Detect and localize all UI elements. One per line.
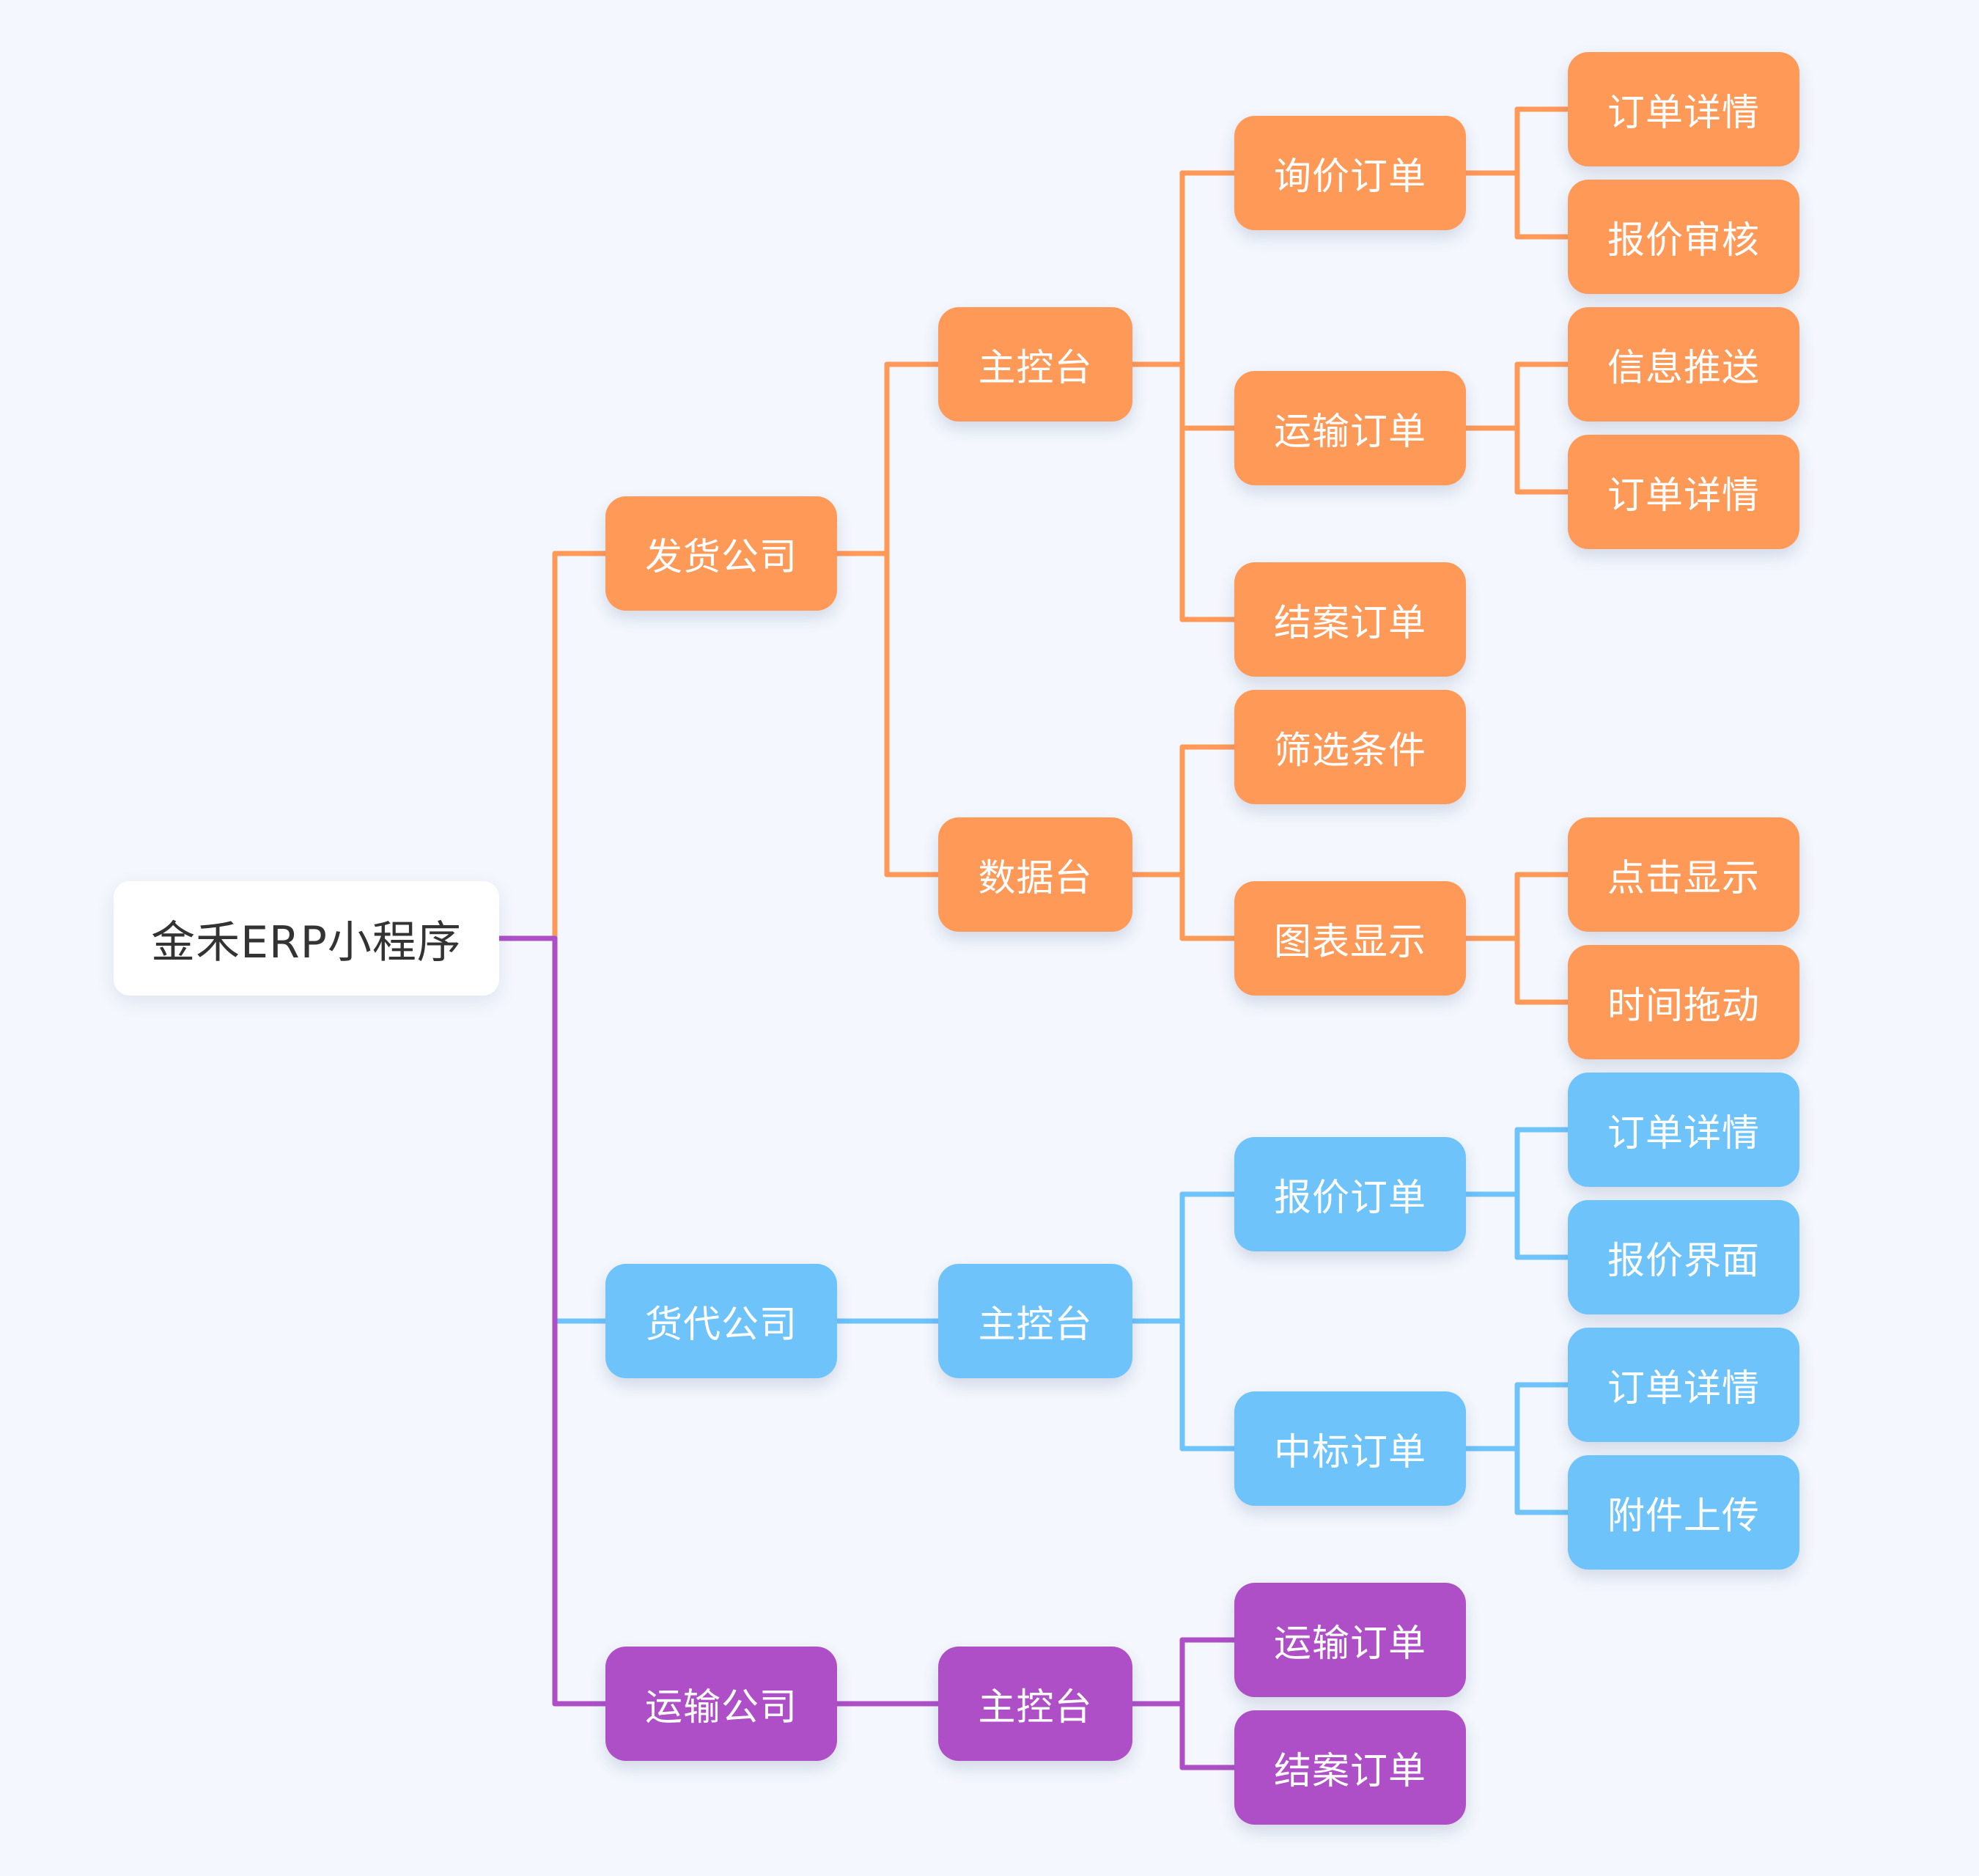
node-level3-root-children-0-children-0-children-0[interactable]: 询价订单 xyxy=(1234,116,1466,230)
node-level4-root-children-0-children-1-children-1-children-1[interactable]: 时间拖动 xyxy=(1568,945,1799,1059)
node-level4-root-children-0-children-0-children-0-children-0[interactable]: 订单详情 xyxy=(1568,52,1799,166)
node-level3-root-children-2-children-0-children-1[interactable]: 结案订单 xyxy=(1234,1710,1466,1825)
node-level2-root-children-0-children-0[interactable]: 主控台 xyxy=(938,307,1132,422)
node-level3-root-children-0-children-0-children-2[interactable]: 结案订单 xyxy=(1234,562,1466,677)
node-level4-root-children-1-children-0-children-1-children-0[interactable]: 订单详情 xyxy=(1568,1328,1799,1442)
node-level4-root-children-0-children-0-children-1-children-0[interactable]: 信息推送 xyxy=(1568,307,1799,422)
node-level1-root-children-1[interactable]: 货代公司 xyxy=(605,1264,837,1378)
node-level2-root-children-2-children-0[interactable]: 主控台 xyxy=(938,1647,1132,1761)
node-level3-root-children-1-children-0-children-1[interactable]: 中标订单 xyxy=(1234,1391,1466,1506)
node-level1-root-children-0[interactable]: 发货公司 xyxy=(605,496,837,611)
node-level4-root-children-0-children-0-children-1-children-1[interactable]: 订单详情 xyxy=(1568,435,1799,549)
node-level4-root-children-0-children-1-children-1-children-0[interactable]: 点击显示 xyxy=(1568,817,1799,932)
root-node[interactable]: 金禾ERP小程序 xyxy=(114,881,499,996)
node-level4-root-children-1-children-0-children-1-children-1[interactable]: 附件上传 xyxy=(1568,1455,1799,1570)
node-level4-root-children-0-children-0-children-0-children-1[interactable]: 报价审核 xyxy=(1568,180,1799,294)
node-level4-root-children-1-children-0-children-0-children-0[interactable]: 订单详情 xyxy=(1568,1073,1799,1187)
node-level4-root-children-1-children-0-children-0-children-1[interactable]: 报价界面 xyxy=(1568,1200,1799,1314)
node-level1-root-children-2[interactable]: 运输公司 xyxy=(605,1647,837,1761)
node-level3-root-children-0-children-1-children-0[interactable]: 筛选条件 xyxy=(1234,690,1466,804)
node-level3-root-children-0-children-0-children-1[interactable]: 运输订单 xyxy=(1234,371,1466,485)
node-level2-root-children-1-children-0[interactable]: 主控台 xyxy=(938,1264,1132,1378)
node-level3-root-children-2-children-0-children-0[interactable]: 运输订单 xyxy=(1234,1583,1466,1697)
node-level3-root-children-1-children-0-children-0[interactable]: 报价订单 xyxy=(1234,1137,1466,1251)
node-level2-root-children-0-children-1[interactable]: 数据台 xyxy=(938,817,1132,932)
node-level3-root-children-0-children-1-children-1[interactable]: 图表显示 xyxy=(1234,881,1466,996)
